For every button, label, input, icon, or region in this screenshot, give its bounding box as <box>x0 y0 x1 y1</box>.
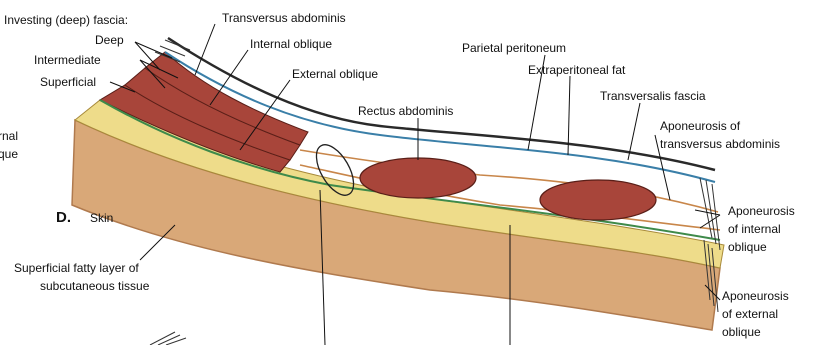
partial-bottom-slice <box>150 332 186 345</box>
label-apo-internal-3: oblique <box>728 240 767 254</box>
label-intermediate: Intermediate <box>34 53 101 67</box>
label-parietal-peritoneum: Parietal peritoneum <box>462 41 566 55</box>
label-external-oblique: External oblique <box>292 67 378 81</box>
rectus-abdominis-right <box>540 180 656 220</box>
rectus-abdominis-left <box>360 158 476 198</box>
label-transversus-abdominis: Transversus abdominis <box>222 11 346 25</box>
panel-letter: D. <box>56 209 71 226</box>
label-transversalis-fascia: Transversalis fascia <box>600 89 706 103</box>
label-skin: Skin <box>90 211 113 225</box>
label-extraperitoneal-fat: Extraperitoneal fat <box>528 63 626 77</box>
label-superficial: Superficial <box>40 75 96 89</box>
label-superficial-fatty-2: subcutaneous tissue <box>40 279 150 293</box>
label-apo-internal-1: Aponeurosis <box>728 204 795 218</box>
label-apo-internal-2: of internal <box>728 222 781 236</box>
label-partial-1: rnal <box>0 129 18 143</box>
label-investing-fascia: Investing (deep) fascia: <box>4 13 128 27</box>
label-superficial-fatty-1: Superficial fatty layer of <box>14 261 139 275</box>
label-internal-oblique: Internal oblique <box>250 37 332 51</box>
label-rectus-abdominis: Rectus abdominis <box>358 104 453 118</box>
label-apo-external-1: Aponeurosis <box>722 289 789 303</box>
label-apo-external-3: oblique <box>722 325 761 339</box>
label-partial-2: que <box>0 147 18 161</box>
label-apo-external-2: of external <box>722 307 778 321</box>
label-deep: Deep <box>95 33 124 47</box>
label-apo-transversus-1: Aponeurosis of <box>660 119 741 133</box>
label-apo-transversus-2: transversus abdominis <box>660 137 780 151</box>
